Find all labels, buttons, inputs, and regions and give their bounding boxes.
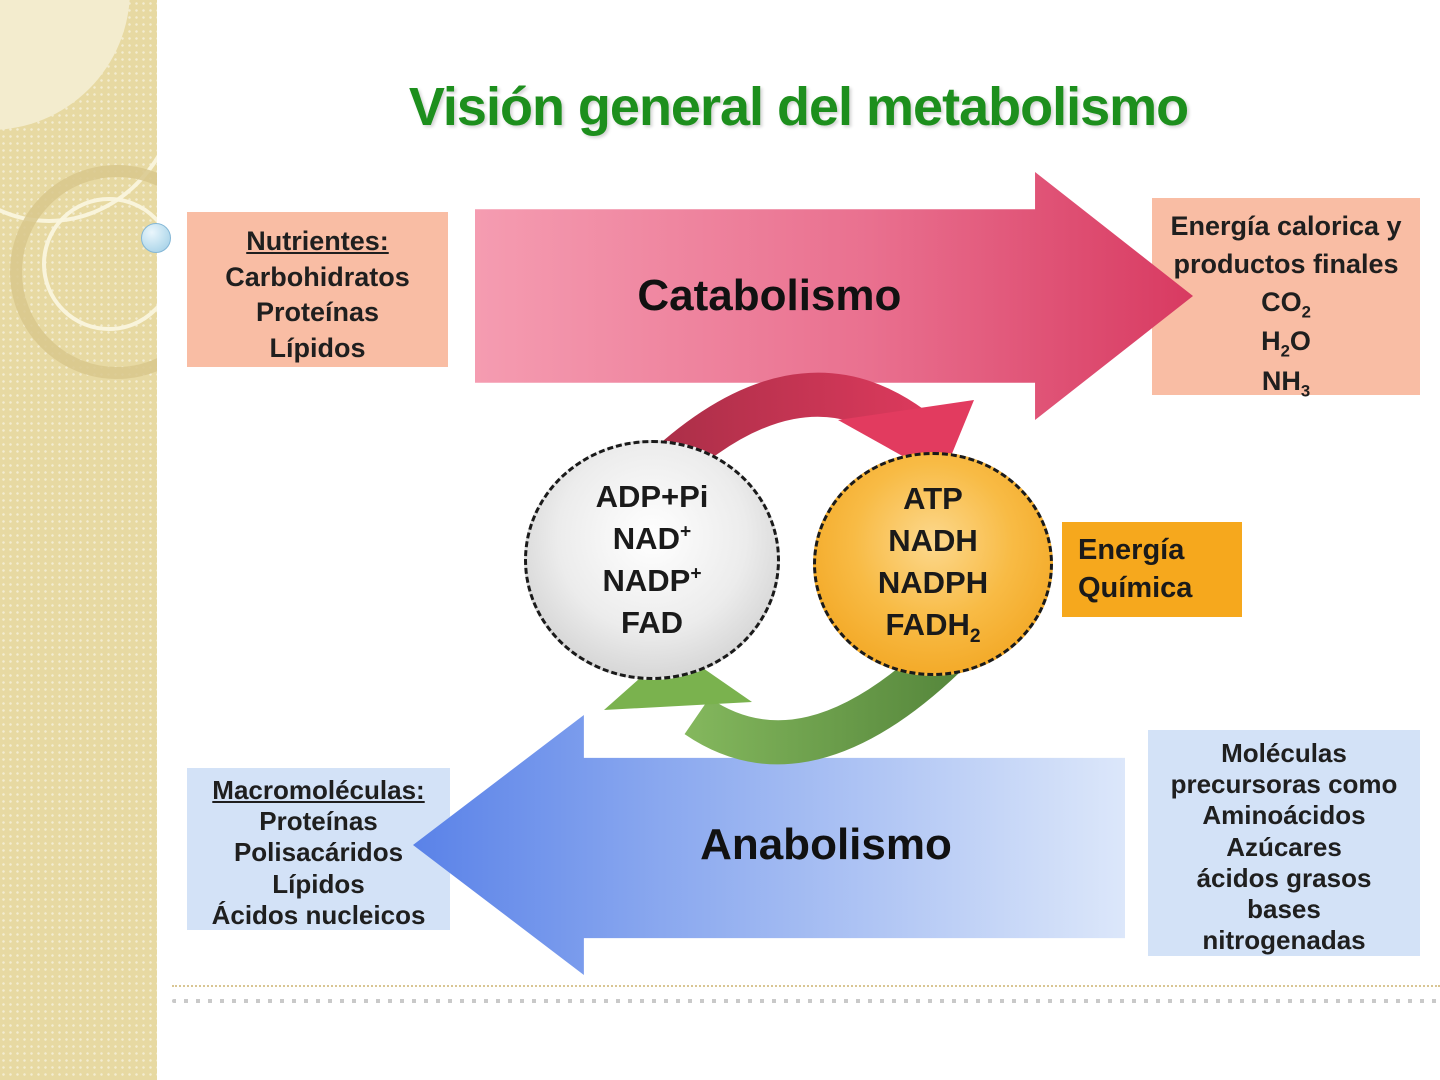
sidebar-ring-inner [42,197,157,331]
circle-gray-line: FAD [621,604,683,640]
panel-nutrientes-heading: Nutrientes: [246,226,389,256]
panel-macromoleculas: Macromoléculas: Proteínas Polisacáridos … [187,768,450,930]
catabolismo-label: Catabolismo [637,271,902,320]
divider-dotted-line [172,985,1440,987]
panel-precursoras-line: nitrogenadas [1202,925,1366,956]
catabolismo-arrow: Catabolismo [475,172,1193,420]
circle-orange-line: NADPH [877,564,989,600]
circle-orange-line: ATP [903,481,963,517]
formula-h2o: H2O [1261,326,1311,361]
panel-precursoras-line: ácidos grasos [1196,862,1372,893]
circle-gray-line: NAD+ [612,521,692,557]
energia-quimica-line: Química [1078,571,1193,604]
panel-macromoleculas-item: Lípidos [272,868,365,899]
anabolismo-label: Anabolismo [700,820,952,869]
energia-quimica-box: Energía Química [1062,522,1242,617]
panel-macromoleculas-item: Proteínas [259,806,378,837]
panel-nutrientes: Nutrientes: Carbohidratos Proteínas Lípi… [187,212,448,367]
panel-productos-finales: Energía calorica y productos finales CO2… [1152,198,1420,401]
formula-co2: CO2 [1261,286,1311,321]
page-title: Visión general del metabolismo [408,77,1189,137]
panel-nutrientes-item: Carbohidratos [225,261,410,292]
circle-orange-line: NADH [888,523,978,559]
formula-nh3: NH3 [1261,366,1311,401]
anabolismo-arrow: Anabolismo [413,715,1125,975]
divider-dashed-line [172,999,1440,1003]
panel-macromoleculas-heading: Macromoléculas: [212,775,425,805]
panel-nutrientes-item: Proteínas [255,297,380,328]
panel-precursoras-line: bases [1247,893,1321,924]
bullet-circle-icon [141,223,171,253]
circle-gray-line: ADP+Pi [595,479,709,515]
panel-nutrientes-item: Lípidos [269,332,366,363]
sidebar-decoration [0,0,157,1080]
panel-precursoras-line: Moléculas [1221,738,1347,768]
panel-precursoras-line: precursoras como [1170,769,1398,800]
energia-quimica-line: Energía [1078,533,1185,566]
panel-precursoras: Moléculas precursoras como Aminoácidos A… [1148,730,1420,956]
panel-precursoras-line: Aminoácidos [1202,800,1366,831]
panel-productos-line: productos finales [1173,248,1399,279]
panel-precursoras-line: Azúcares [1226,831,1342,862]
circle-orange-line: FADH2 [885,606,981,647]
circle-adp-cofactors: ADP+Pi NAD+ NADP+ FAD [524,440,780,680]
panel-macromoleculas-item: Ácidos nucleicos [211,899,426,930]
circle-atp-carriers: ATP NADH NADPH FADH2 [813,452,1053,676]
panel-productos-line: Energía calorica y [1170,211,1402,241]
panel-macromoleculas-item: Polisacáridos [233,837,404,868]
circle-gray-line: NADP+ [602,563,702,598]
